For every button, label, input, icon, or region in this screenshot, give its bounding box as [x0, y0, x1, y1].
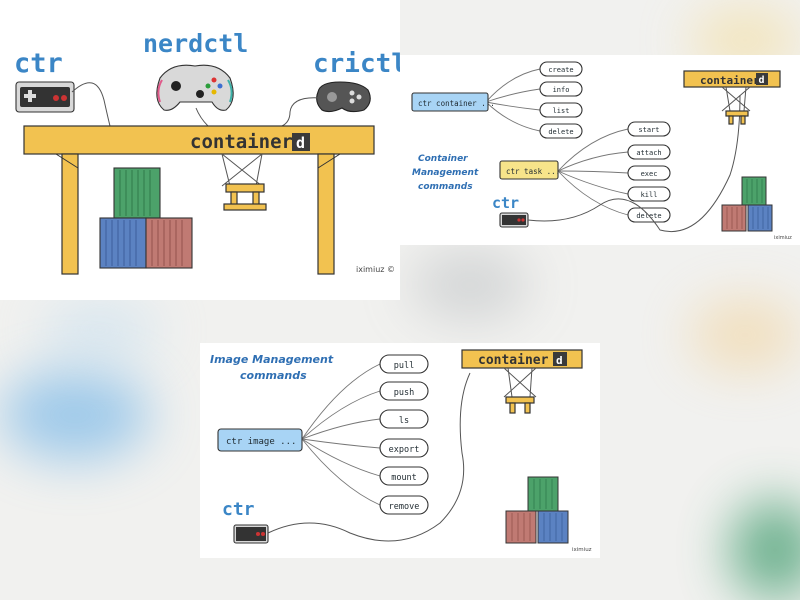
subcommand-list-label: list: [553, 107, 570, 115]
cli-label: ctr: [492, 194, 519, 212]
heading-line-3: commands: [418, 182, 473, 192]
subcommand-attach[interactable]: [627, 144, 671, 160]
containerd-table: [23, 125, 375, 275]
tools-overview-diagram: ctr nerdctl crictl: [14, 29, 400, 275]
subcommand-push[interactable]: [379, 381, 429, 401]
runtime-suffix: d: [759, 75, 765, 86]
subcommand-kill[interactable]: [627, 186, 671, 202]
shipping-containers: [99, 167, 193, 269]
runtime-suffix-box: [553, 352, 567, 366]
subcommand-create-label: create: [548, 66, 573, 74]
shipping-containers: [505, 476, 569, 544]
container-management-diagram: ctr container ... create info list delet…: [411, 61, 792, 241]
ctr-container-command: ctr container ...: [418, 99, 495, 108]
subcommand-remove-label: remove: [389, 502, 420, 512]
subcommand-pull[interactable]: [379, 354, 429, 374]
gamepad-icon: [156, 64, 234, 111]
subcommand-export[interactable]: [379, 438, 429, 458]
subcommand-pull-label: pull: [394, 361, 414, 371]
heading-line-2: Management: [412, 168, 479, 178]
containerd-beam: [461, 349, 583, 369]
runtime-label: container: [700, 74, 760, 87]
image-arrows: [301, 363, 381, 506]
subcommand-kill-label: kill: [641, 191, 658, 199]
cable-ctr: [71, 82, 111, 127]
subcommand-delete-container[interactable]: [539, 123, 583, 139]
signature: iximiuz: [774, 235, 792, 241]
cable-ctr: [267, 372, 471, 542]
cable-nerdctl: [195, 107, 209, 127]
tools-overview-panel: ctr nerdctl crictl: [0, 0, 400, 300]
subcommand-export-label: export: [389, 445, 420, 455]
tool-label-crictl: crictl: [313, 49, 400, 79]
heading-line-1: Container: [418, 154, 468, 164]
runtime-suffix-box: [292, 133, 310, 151]
tool-label-nerdctl: nerdctl: [143, 29, 248, 58]
subcommand-mount[interactable]: [379, 466, 429, 486]
subcommand-mount-label: mount: [391, 473, 417, 483]
swing: [221, 153, 267, 211]
ctr-task-box[interactable]: [499, 160, 559, 180]
runtime-suffix-box: [756, 73, 768, 85]
shipping-containers: [721, 176, 773, 232]
runtime-label: container: [190, 131, 293, 153]
nes-controller-icon: [233, 524, 269, 544]
cli-label: ctr: [222, 499, 255, 520]
ctr-task-command: ctr task ...: [506, 167, 560, 176]
background-blob-green: [730, 500, 800, 600]
image-management-diagram: Image Management commands ctr image ... …: [210, 349, 592, 553]
subcommand-list[interactable]: [539, 102, 583, 118]
runtime-suffix: d: [296, 134, 305, 152]
runtime-label: container: [478, 353, 549, 368]
background-blob-lightblue: [40, 300, 160, 360]
signature: iximiuz: [572, 547, 592, 553]
background-blob-blue: [0, 370, 150, 460]
subcommand-start[interactable]: [627, 121, 671, 137]
subcommand-exec[interactable]: [627, 165, 671, 181]
subcommand-delete-container-label: delete: [548, 128, 573, 136]
subcommand-exec-label: exec: [641, 170, 658, 178]
signature: iximiuz ©: [356, 265, 395, 274]
sega-controller-icon: [316, 81, 371, 113]
background-blob-gray: [410, 250, 530, 320]
ctr-container-box[interactable]: [411, 92, 489, 112]
subcommand-ls[interactable]: [379, 409, 429, 429]
subcommand-info-label: info: [553, 86, 570, 94]
task-arrows: [557, 128, 629, 216]
runtime-suffix: d: [556, 354, 563, 367]
subcommand-remove[interactable]: [379, 495, 429, 515]
ctr-image-command: ctr image ...: [226, 437, 296, 447]
subcommand-start-label: start: [638, 126, 659, 134]
ctr-image-box[interactable]: [217, 428, 303, 452]
subcommand-ls-label: ls: [399, 416, 409, 426]
swing: [721, 86, 751, 125]
container-management-panel: ctr container ... create info list delet…: [400, 55, 800, 245]
subcommand-create[interactable]: [539, 61, 583, 77]
cable-ctr: [527, 94, 741, 232]
subcommand-push-label: push: [394, 388, 414, 398]
heading-line-2: commands: [240, 369, 307, 382]
subcommand-attach-label: attach: [636, 149, 661, 157]
image-management-panel: Image Management commands ctr image ... …: [200, 343, 600, 558]
subcommand-info[interactable]: [539, 81, 583, 97]
container-arrows: [485, 68, 541, 132]
nes-controller-icon: [15, 81, 75, 113]
swing: [503, 367, 537, 414]
heading-line-1: Image Management: [210, 353, 334, 366]
background-blob-orange: [690, 300, 800, 370]
tool-label-ctr: ctr: [14, 48, 63, 79]
nes-controller-icon: [499, 212, 529, 228]
cable-crictl: [281, 97, 321, 127]
